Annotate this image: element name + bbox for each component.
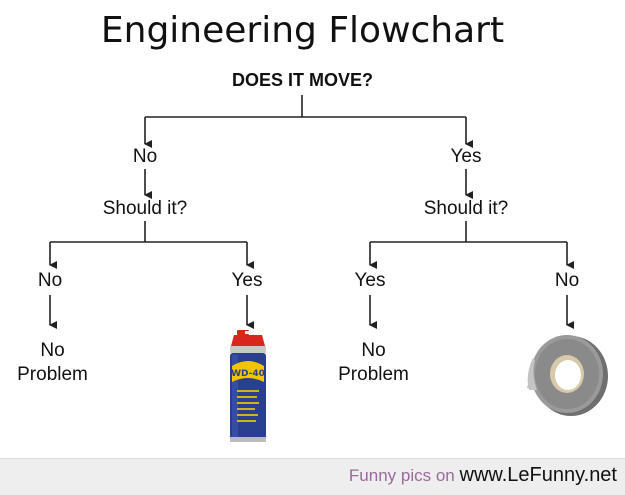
wd40-can-label: WD-40 — [231, 369, 265, 379]
duct-tape-roll-icon — [527, 335, 608, 416]
footer-prefix: Funny pics on — [348, 466, 455, 485]
wd40-spray-can-icon: WD-40 — [230, 330, 266, 442]
right-outcome-no-label: No — [554, 270, 580, 291]
left-should-it: Should it? — [102, 198, 188, 219]
right-should-it: Should it? — [423, 198, 509, 219]
left-outcome-no-label: No — [37, 270, 63, 291]
left-no-problem: No Problem — [17, 340, 88, 385]
right-answer-yes: Yes — [450, 146, 482, 167]
flowchart-title: Engineering Flowchart — [100, 10, 505, 51]
footer-site-link[interactable]: www.LeFunny.net — [459, 464, 618, 486]
left-answer-no: No — [132, 146, 158, 167]
right-outcome-yes-label: Yes — [354, 270, 386, 291]
left-outcome-yes-label: Yes — [231, 270, 263, 291]
footer-credit: Funny pics on www.LeFunny.net — [349, 464, 617, 487]
footer-bar: Funny pics on www.LeFunny.net — [0, 458, 625, 495]
root-question: DOES IT MOVE? — [231, 70, 373, 90]
right-no-problem: No Problem — [338, 340, 409, 385]
